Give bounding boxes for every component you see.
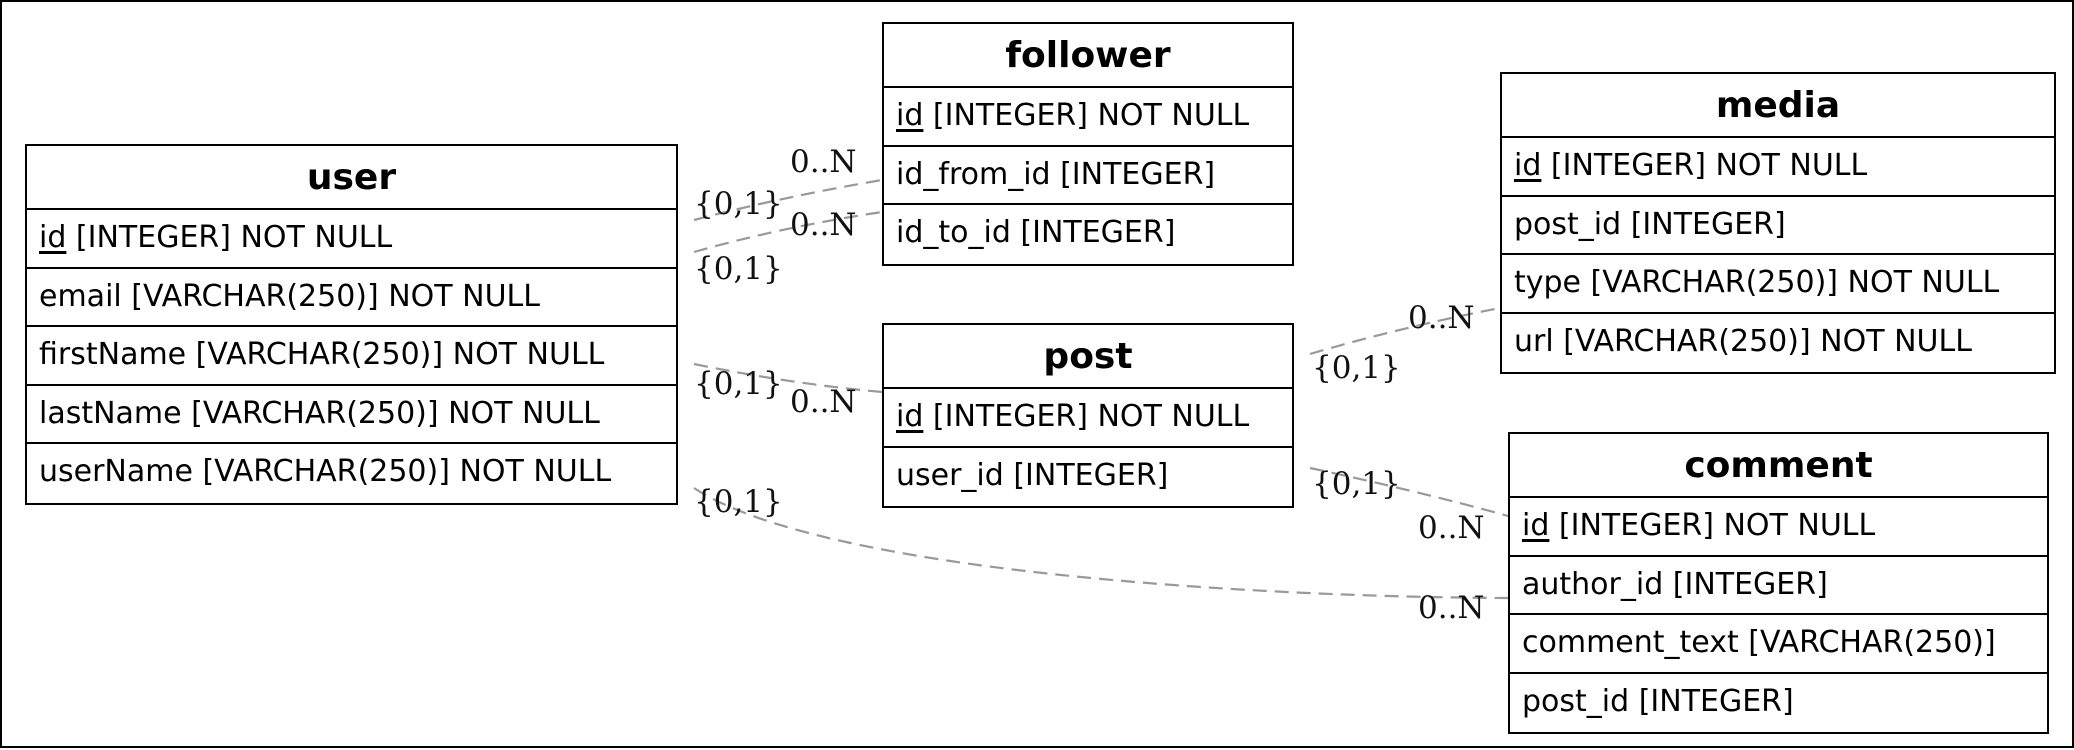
column-row: id [INTEGER] NOT NULL <box>1502 138 2054 197</box>
card-post-comment-dst: 0..N <box>1418 510 1485 546</box>
column-row: author_id [INTEGER] <box>1510 557 2047 615</box>
primary-key: id <box>1514 148 1542 183</box>
column-row: userName [VARCHAR(250)] NOT NULL <box>39 454 612 489</box>
edge-user-post <box>693 362 883 394</box>
column-def: [INTEGER] NOT NULL <box>1549 508 1876 543</box>
entity-title: media <box>1502 74 2054 138</box>
column-def: [INTEGER] NOT NULL <box>923 98 1250 133</box>
entity-follower: follower id [INTEGER] NOT NULL id_from_i… <box>882 22 1294 266</box>
edge-post-comment <box>1309 466 1509 518</box>
column-def: [INTEGER] NOT NULL <box>923 399 1250 434</box>
card-post-media-dst: 0..N <box>1408 300 1475 336</box>
column-row: id [INTEGER] NOT NULL <box>1510 498 2047 557</box>
card-user-follower-to-dst: 0..N <box>790 207 857 243</box>
card-user-follower-to-src: {0,1} <box>694 251 783 287</box>
column-row: lastName [VARCHAR(250)] NOT NULL <box>27 386 676 444</box>
column-row: post_id [INTEGER] <box>1522 683 1794 719</box>
primary-key: id <box>39 220 67 255</box>
column-row: id [INTEGER] NOT NULL <box>27 210 676 269</box>
column-row: firstName [VARCHAR(250)] NOT NULL <box>27 327 676 386</box>
edge-user-comment <box>693 487 1509 600</box>
card-post-comment-src: {0,1} <box>1312 466 1401 502</box>
column-row: url [VARCHAR(250)] NOT NULL <box>1514 323 1972 359</box>
column-row: id [INTEGER] NOT NULL <box>884 389 1292 448</box>
card-user-post-src: {0,1} <box>694 366 783 402</box>
card-user-comment-dst: 0..N <box>1418 590 1485 626</box>
column-row: id [INTEGER] NOT NULL <box>884 88 1292 147</box>
card-user-comment-src: {0,1} <box>694 484 783 520</box>
column-row: id_to_id [INTEGER] <box>896 215 1176 250</box>
entity-title: follower <box>884 24 1292 88</box>
card-user-follower-from-dst: 0..N <box>790 144 857 180</box>
entity-comment: comment id [INTEGER] NOT NULL author_id … <box>1508 432 2049 734</box>
primary-key: id <box>896 98 924 133</box>
edge-post-media <box>1309 306 1501 356</box>
column-def: [INTEGER] NOT NULL <box>1541 148 1868 183</box>
card-user-follower-from-src: {0,1} <box>694 186 783 222</box>
entity-title: comment <box>1510 434 2047 498</box>
entity-user: user id [INTEGER] NOT NULL email [VARCHA… <box>25 144 678 505</box>
entity-media: media id [INTEGER] NOT NULL post_id [INT… <box>1500 72 2056 374</box>
edge-user-follower-from <box>693 178 883 222</box>
edge-user-follower-to <box>693 210 883 254</box>
column-row: comment_text [VARCHAR(250)] <box>1510 615 2047 674</box>
primary-key: id <box>896 399 924 434</box>
column-row: email [VARCHAR(250)] NOT NULL <box>27 269 676 327</box>
primary-key: id <box>1522 508 1550 543</box>
entity-post: post id [INTEGER] NOT NULL user_id [INTE… <box>882 323 1294 508</box>
column-row: post_id [INTEGER] <box>1502 197 2054 255</box>
card-post-media-src: {0,1} <box>1312 350 1401 386</box>
column-row: user_id [INTEGER] <box>896 457 1169 493</box>
entity-title: post <box>884 325 1292 389</box>
column-def: [INTEGER] NOT NULL <box>66 220 393 255</box>
column-row: id_from_id [INTEGER] <box>884 147 1292 205</box>
entity-title: user <box>27 146 676 210</box>
column-row: type [VARCHAR(250)] NOT NULL <box>1502 255 2054 314</box>
card-user-post-dst: 0..N <box>790 384 857 420</box>
